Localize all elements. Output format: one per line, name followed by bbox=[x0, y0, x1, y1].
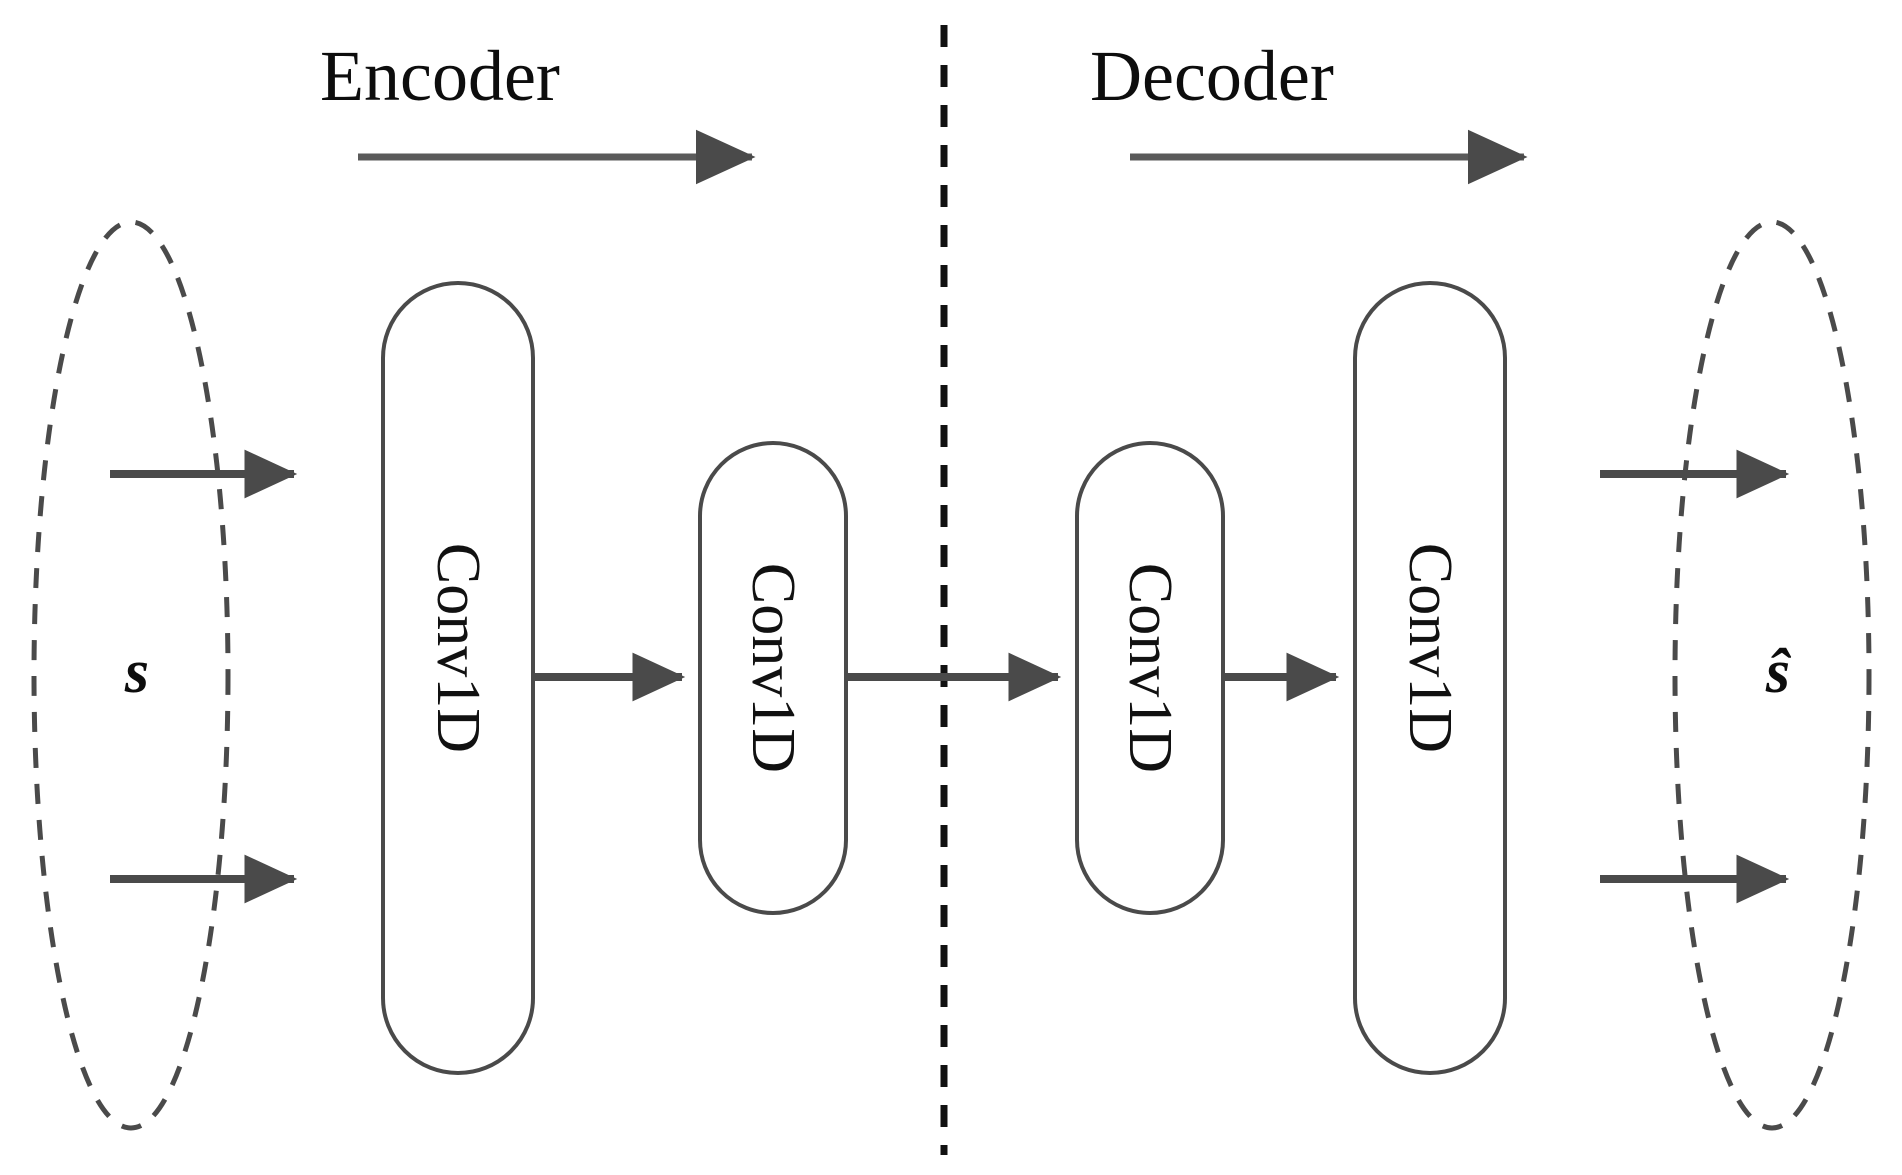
output-signal-ellipse bbox=[1672, 219, 1872, 1131]
input-signal-ellipse bbox=[31, 219, 231, 1131]
decoder-conv1d-2-block[interactable] bbox=[1353, 281, 1507, 1075]
output-signal-symbol: ŝ bbox=[1766, 641, 1790, 703]
encoder-conv1d-1-label: Conv1D bbox=[424, 542, 492, 754]
decoder-conv1d-2-label: Conv1D bbox=[1396, 542, 1464, 754]
encoder-conv1d-2-label: Conv1D bbox=[739, 562, 807, 774]
input-signal-symbol: s bbox=[124, 638, 150, 706]
decoder-conv1d-1-label: Conv1D bbox=[1116, 562, 1184, 774]
output-signal-symbol-text: ŝ bbox=[1765, 638, 1791, 706]
decoder-section-label: Decoder bbox=[1090, 36, 1334, 116]
encoder-section-label: Encoder bbox=[320, 36, 560, 116]
